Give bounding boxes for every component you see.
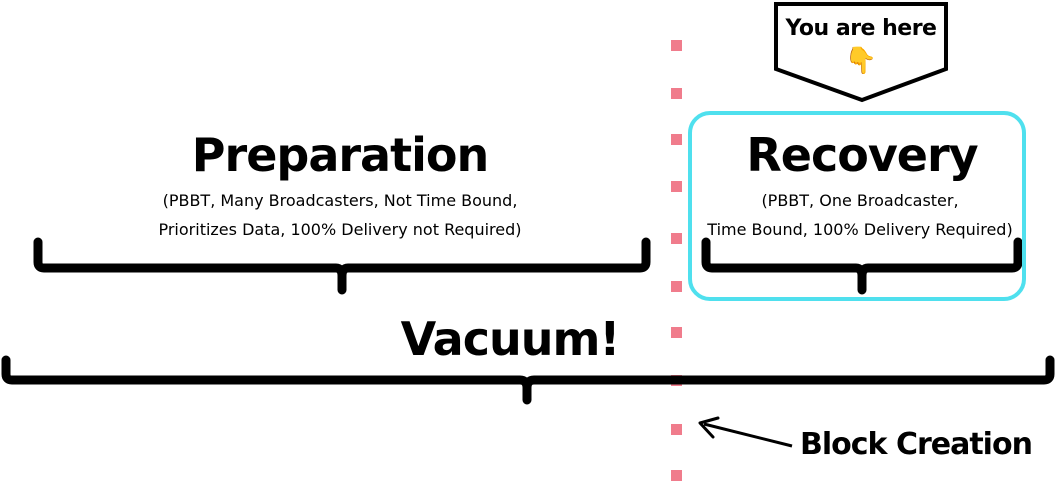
- vacuum-label: Vacuum!: [400, 312, 621, 366]
- preparation-detail-line2: Prioritizes Data, 100% Delivery not Requ…: [158, 220, 522, 239]
- preparation-title: Preparation: [191, 128, 489, 182]
- block-divider-dashes: [671, 40, 682, 481]
- preparation-brace: [33, 237, 651, 295]
- preparation-detail-line1: (PBBT, Many Broadcasters, Not Time Bound…: [162, 191, 518, 210]
- recovery-highlight-box: [688, 111, 1026, 301]
- recovery-brace: [701, 237, 1023, 295]
- recovery-detail-line2: Time Bound, 100% Delivery Required): [707, 220, 1013, 239]
- block-creation-label: Block Creation: [800, 427, 1033, 462]
- pointing-down-hand-icon: 👇: [844, 46, 878, 76]
- block-creation-arrow: [698, 416, 793, 448]
- recovery-title: Recovery: [746, 128, 978, 182]
- recovery-detail-line1: (PBBT, One Broadcaster,: [761, 191, 959, 210]
- you-are-here-marker-shape: [774, 2, 948, 103]
- vacuum-brace: [1, 355, 1055, 405]
- you-are-here-label: You are here: [785, 16, 937, 41]
